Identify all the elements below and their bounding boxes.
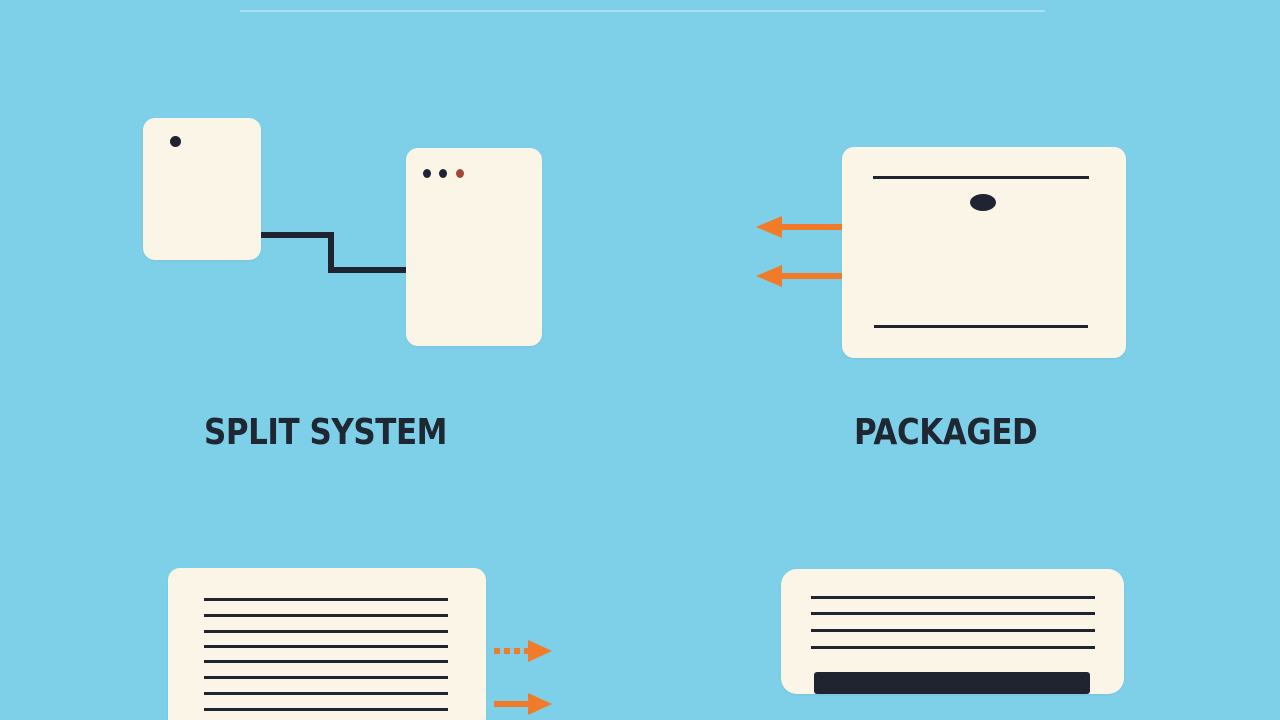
top-bar [240, 0, 1045, 12]
vent-slat [811, 646, 1095, 649]
vent-slat [204, 676, 448, 679]
arrow-head [528, 693, 552, 715]
indicator-light [439, 169, 447, 178]
vent-slat [204, 630, 448, 633]
floor-unit [781, 569, 1124, 694]
bottom-line [874, 325, 1088, 328]
indicator-light [456, 169, 464, 178]
arrow-head [756, 216, 782, 238]
split-indoor-unit [143, 118, 261, 260]
vent-slat [204, 692, 448, 695]
arrow-head [756, 265, 782, 287]
vent-slat [204, 614, 448, 617]
vent-slat [204, 660, 448, 663]
split-system-label: SPLIT SYSTEM [204, 412, 448, 453]
packaged-unit [842, 147, 1126, 358]
arrow-head [528, 640, 552, 662]
indicator-light [170, 136, 181, 147]
vent-slat [204, 708, 448, 711]
indicator-light [970, 194, 996, 211]
refrigerant-line [261, 232, 406, 273]
vent-slat [204, 645, 448, 648]
window-unit [168, 568, 486, 720]
vent-slat [811, 612, 1095, 615]
vent-slat [811, 596, 1095, 599]
vent-slat [811, 629, 1095, 632]
top-line [873, 176, 1089, 179]
packaged-label: PACKAGED [854, 412, 1038, 453]
base-plate [814, 672, 1090, 694]
indicator-light [423, 169, 431, 178]
vent-slat [204, 598, 448, 601]
split-outdoor-unit [406, 148, 542, 346]
